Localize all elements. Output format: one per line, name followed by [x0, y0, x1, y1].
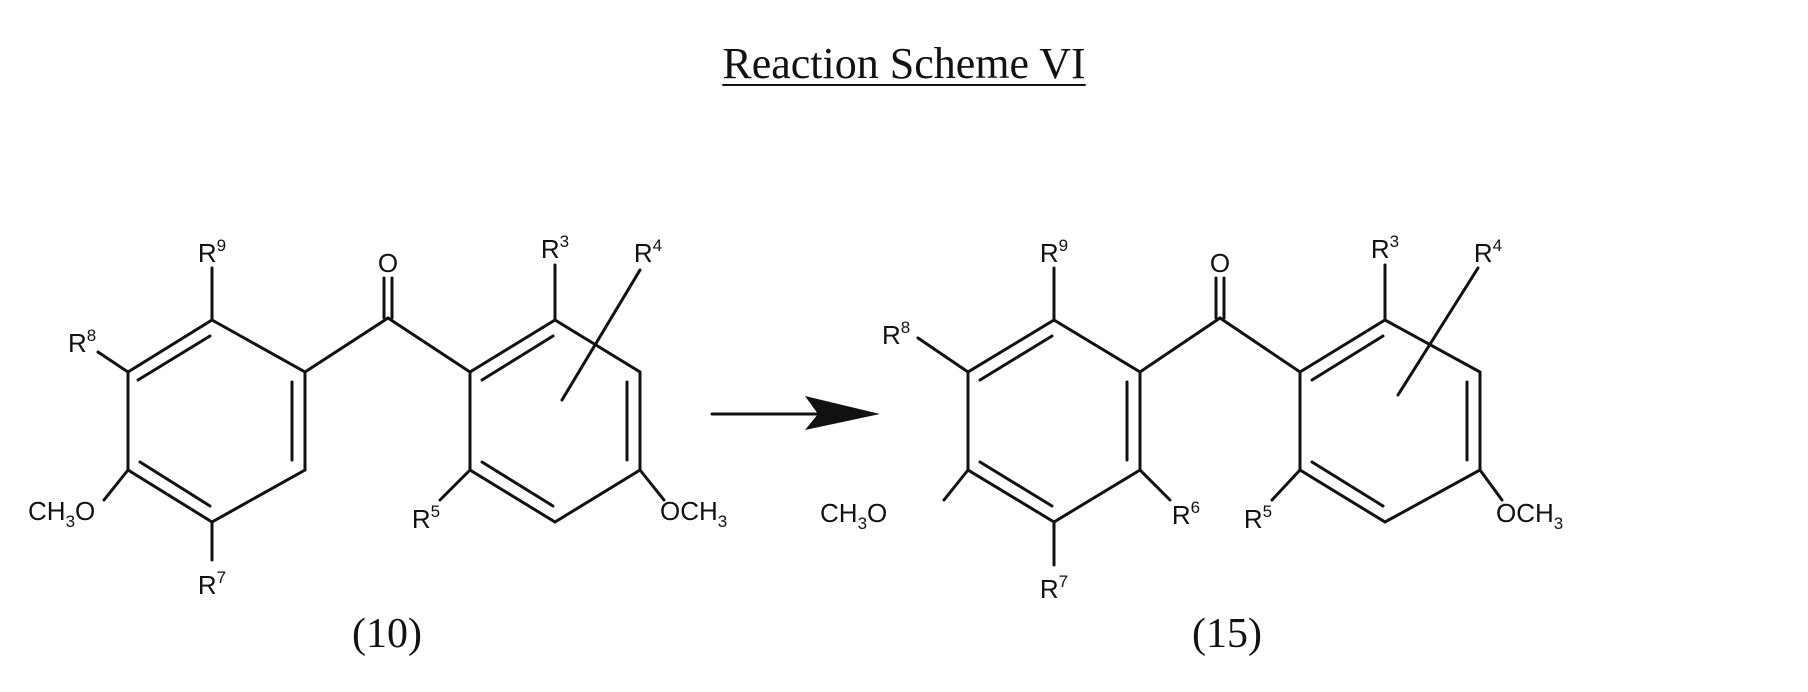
compound-15-r6-bond — [1140, 470, 1170, 500]
compound-10-r5-label: R5 — [412, 502, 440, 534]
compound-15-r5-bond — [1272, 470, 1300, 500]
compound-15-labels: R9 R8 CH3O R7 R6 O R3 R4 R5 OCH3 — [820, 232, 1563, 604]
compound-10-right-methoxy: OCH3 — [660, 496, 727, 531]
compound-15-carbonyl-o: O — [1210, 248, 1230, 278]
compound-10-number: (10) — [352, 610, 422, 658]
compound-10-labels: R9 R8 CH3O R7 O R3 R4 R5 OCH3 — [28, 232, 727, 600]
compound-10-r5-bond — [440, 470, 470, 500]
compound-15-left-methoxy: CH3O — [820, 498, 887, 533]
compound-15-r4-bond — [1398, 268, 1478, 395]
compound-10-left-methoxy: CH3O — [28, 496, 95, 531]
compound-10-bond-c-ring-right — [388, 318, 470, 372]
compound-10-right-ring — [470, 320, 640, 522]
compound-15-r5-label: R5 — [1244, 502, 1272, 534]
compound-10-r4-label: R4 — [634, 236, 662, 268]
compound-10-r9-label: R9 — [198, 236, 226, 268]
compound-10-carbonyl-o: O — [378, 248, 398, 278]
compound-10-ome-bond — [104, 470, 128, 500]
compound-15-r6-label: R6 — [1172, 498, 1200, 530]
compound-15-r8-bond — [918, 338, 968, 372]
compound-10-left-ring — [128, 320, 305, 522]
compound-15-bond-c-ring-left — [1140, 318, 1220, 372]
compound-10-r7-label: R7 — [198, 568, 226, 600]
compound-10-r8-label: R8 — [68, 326, 96, 358]
compound-15-right-methoxy: OCH3 — [1496, 498, 1563, 533]
compound-15-ome-right-bond — [1480, 470, 1502, 500]
compound-10-bond-c-ring-left — [305, 318, 388, 372]
compound-15-structure — [918, 265, 1502, 565]
compound-15-number: (15) — [1192, 610, 1262, 658]
compound-15-r9-label: R9 — [1040, 236, 1068, 268]
compound-15-r7-label: R7 — [1040, 572, 1068, 604]
compound-15-ome-bond — [944, 470, 968, 500]
compound-15-bond-c-ring-right — [1220, 318, 1300, 372]
compound-15-right-ring — [1300, 320, 1480, 522]
reaction-arrow — [712, 396, 880, 430]
compound-15-left-ring — [968, 320, 1140, 522]
compound-15-r8-label: R8 — [882, 318, 910, 350]
compound-15-r4-label: R4 — [1474, 236, 1502, 268]
compound-10-structure — [98, 265, 664, 560]
compound-15-r3-label: R3 — [1371, 232, 1399, 264]
compound-10-r8-bond — [98, 352, 128, 372]
compound-10-r4-bond — [562, 270, 640, 400]
compound-10-r3-label: R3 — [541, 232, 569, 264]
